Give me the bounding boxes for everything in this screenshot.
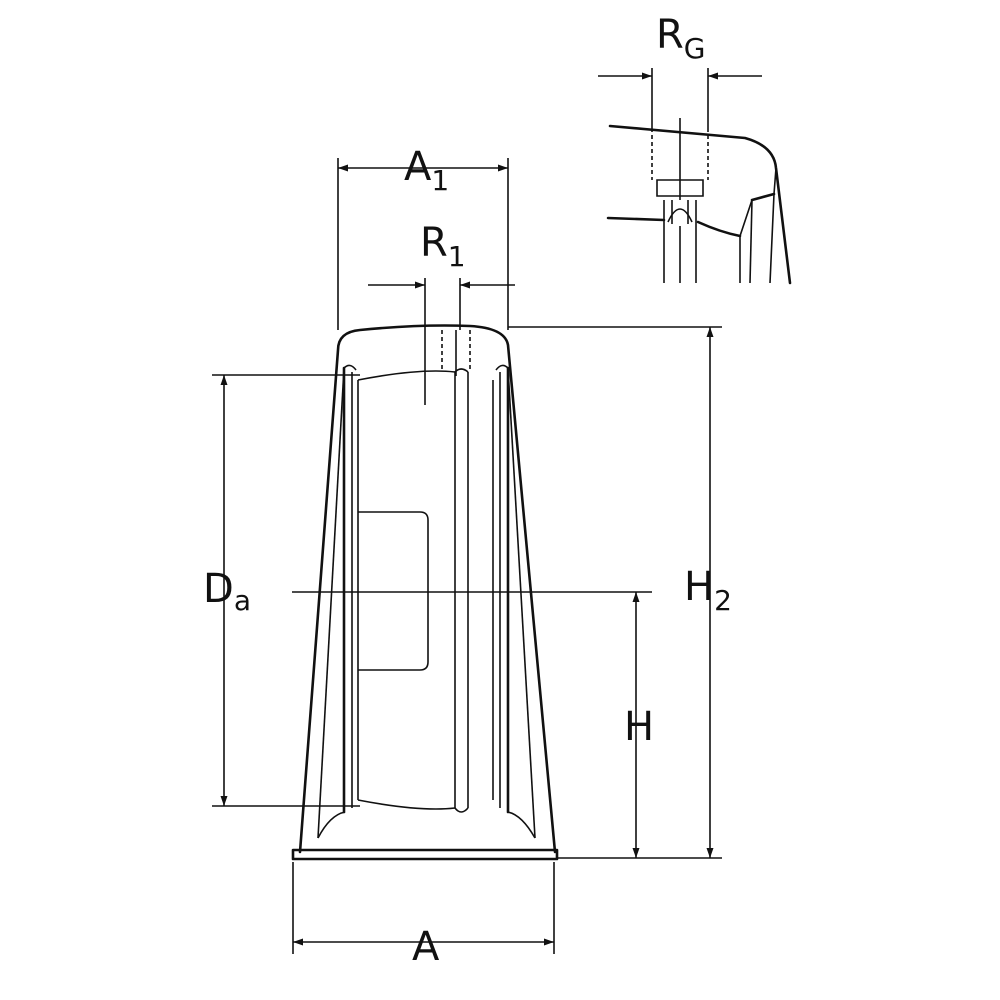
label-a: A: [412, 924, 440, 970]
label-h: H: [624, 704, 654, 750]
label-da: Da: [203, 566, 251, 617]
label-r1: R1: [420, 220, 466, 273]
dimension-h: H: [624, 592, 654, 858]
label-a1: A1: [404, 144, 449, 197]
detail-view-rg: RG: [598, 12, 792, 285]
dimension-h2: H2: [508, 326, 732, 859]
dimension-a1: A1: [337, 144, 509, 330]
dimension-r1: R1: [368, 220, 515, 405]
label-h2: H2: [684, 564, 732, 617]
dimension-a: A: [292, 862, 555, 970]
housing-body: [291, 324, 559, 861]
dimension-da: Da: [203, 374, 360, 807]
label-rg: RG: [656, 12, 706, 65]
